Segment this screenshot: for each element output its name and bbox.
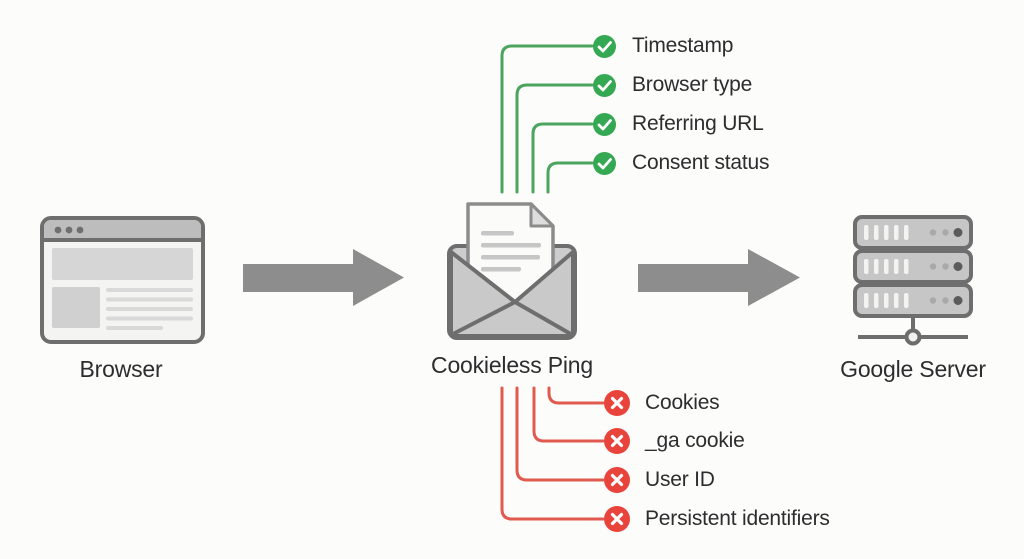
window-dot-icon: [54, 226, 62, 234]
connector-line: [547, 386, 605, 405]
excluded-field-row: Persistent identifiers: [604, 506, 830, 532]
cross-icon: [604, 390, 630, 416]
google-server-label: Google Server: [840, 356, 986, 382]
included-field-label: Referring URL: [632, 112, 764, 135]
excluded-field-row: Cookies: [604, 390, 720, 416]
excluded-field-label: Cookies: [645, 391, 720, 414]
browser-window-icon: [40, 216, 205, 344]
letter-paper-icon: [466, 202, 555, 304]
server-icon: [853, 215, 973, 346]
excluded-field-row: _ga cookie: [604, 428, 745, 454]
connector-line: [515, 83, 594, 194]
cookieless-ping-label: Cookieless Ping: [431, 352, 593, 378]
connector-line: [515, 386, 605, 482]
included-field-label: Browser type: [632, 73, 753, 96]
server-leds-icon: [929, 228, 963, 305]
check-icon: [593, 34, 616, 58]
connector-line: [500, 44, 594, 194]
included-field-label: Timestamp: [632, 34, 734, 57]
cross-icon: [604, 467, 630, 493]
connector-line: [500, 386, 605, 521]
excluded-field-row: User ID: [604, 467, 715, 493]
excluded-connectors: [500, 386, 605, 521]
server-network-node-icon: [858, 316, 968, 346]
included-field-row: Referring URL: [593, 112, 764, 136]
arrow-right-icon: [638, 249, 800, 306]
excluded-field-label: _ga cookie: [645, 429, 745, 452]
window-dot-icon: [65, 226, 73, 234]
check-icon: [593, 151, 616, 175]
check-icon: [593, 112, 616, 136]
browser-label: Browser: [79, 356, 163, 382]
included-connectors: [500, 44, 594, 194]
included-field-row: Consent status: [593, 151, 769, 175]
connector-line: [546, 161, 594, 194]
included-field-row: Timestamp: [593, 34, 733, 58]
excluded-field-label: Persistent identifiers: [645, 507, 830, 530]
excluded-field-label: User ID: [645, 468, 715, 491]
cross-icon: [604, 506, 630, 532]
window-dot-icon: [76, 226, 84, 234]
included-field-row: Browser type: [593, 73, 752, 97]
connector-line: [531, 122, 594, 194]
server-slots-icon: [864, 225, 909, 308]
included-field-label: Consent status: [632, 151, 770, 174]
arrow-right-icon: [243, 249, 404, 306]
envelope-icon: [447, 202, 577, 340]
check-icon: [593, 73, 616, 97]
connector-line: [532, 386, 605, 443]
cross-icon: [604, 428, 630, 454]
